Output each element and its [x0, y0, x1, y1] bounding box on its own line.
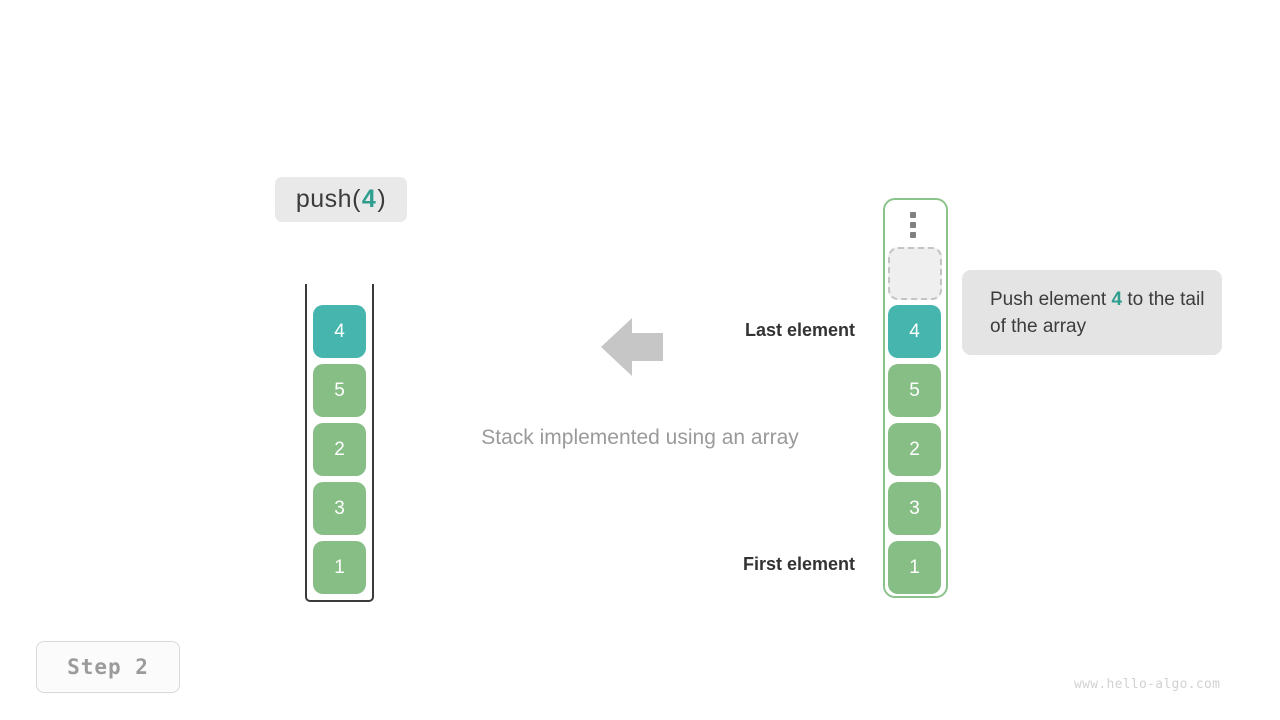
array-container [883, 198, 948, 598]
array-cell-list: 4 5 2 3 1 [888, 305, 941, 594]
stack-cell: 4 [313, 305, 366, 358]
stack-container [305, 284, 374, 602]
operation-close-paren: ) [377, 185, 387, 213]
array-cell: 4 [888, 305, 941, 358]
operation-value: 4 [361, 185, 377, 213]
ellipsis-dot [910, 212, 916, 218]
stack-cell-list: 4 5 2 3 1 [313, 305, 366, 594]
stack-cell: 3 [313, 482, 366, 535]
first-element-label: First element [742, 554, 855, 574]
watermark: www.hello-algo.com [1074, 677, 1221, 692]
last-element-label: Last element [744, 320, 855, 340]
callout-text-before: Push element [990, 289, 1112, 310]
operation-open-paren: ( [352, 185, 361, 213]
callout-box: Push element 4 to the tail of the array [962, 270, 1222, 355]
operation-name: push [295, 185, 353, 213]
callout-value: 4 [1111, 289, 1123, 310]
stack-cell: 5 [313, 364, 366, 417]
callout-text-after: to the tail of the array [990, 289, 1205, 337]
array-cell: 5 [888, 364, 941, 417]
ellipsis-dot [910, 232, 916, 238]
array-cell: 2 [888, 423, 941, 476]
diagram-caption: Stack implemented using an array [481, 426, 799, 449]
step-badge: Step 2 [36, 641, 180, 693]
stack-cell: 2 [313, 423, 366, 476]
array-empty-slot [888, 247, 942, 300]
array-cell: 3 [888, 482, 941, 535]
array-cell: 1 [888, 541, 941, 594]
ellipsis-dot [910, 222, 916, 228]
operation-chip: push(4) [275, 177, 407, 222]
left-arrow-icon [601, 318, 663, 376]
vertical-ellipsis-icon [910, 212, 918, 238]
stack-cell: 1 [313, 541, 366, 594]
